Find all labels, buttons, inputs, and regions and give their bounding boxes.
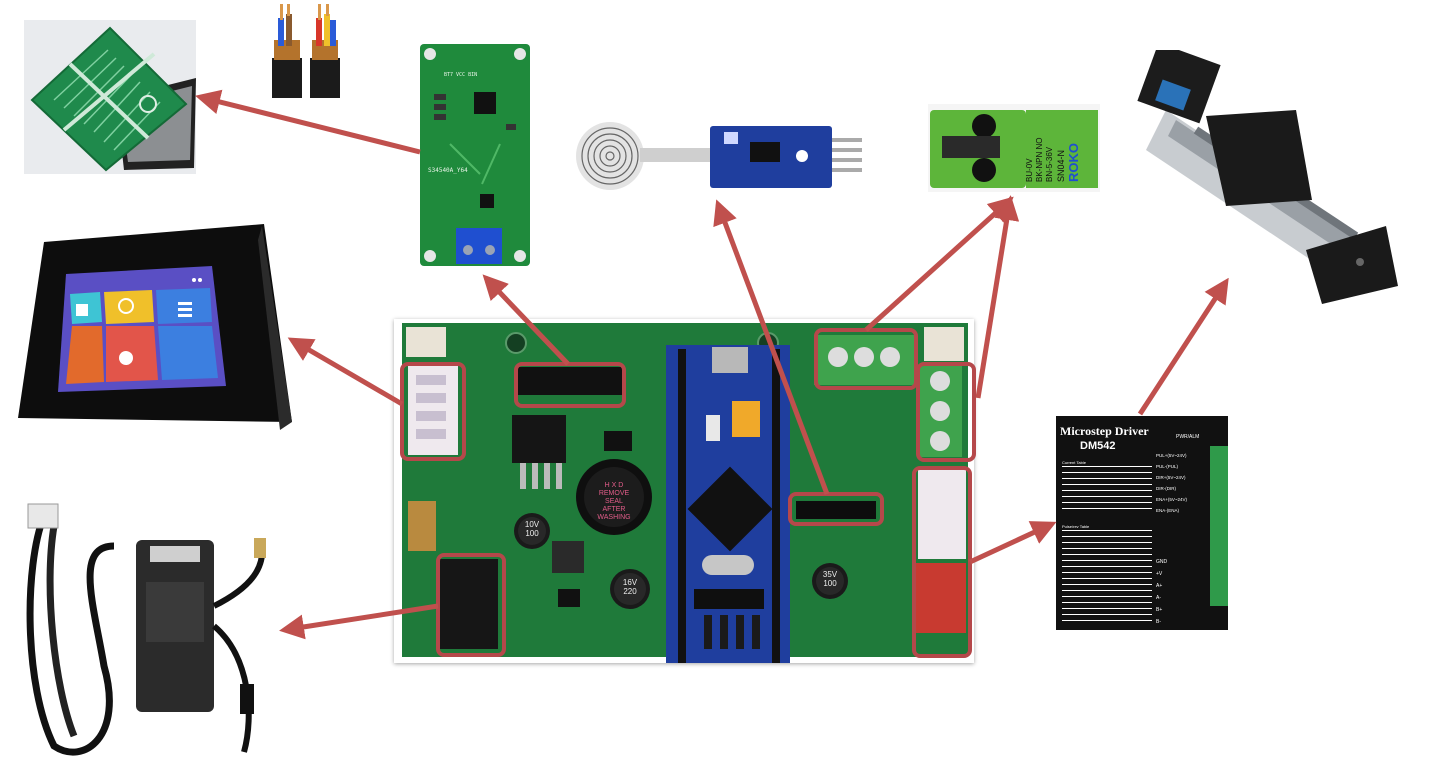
- cable-photo: [270, 4, 348, 98]
- proximity-switch-icon: ROKO SN04-N BN-5-36V BK-NPN NO BU-0V: [928, 104, 1100, 192]
- proximity-line2: BK-NPN NO: [1035, 138, 1044, 182]
- linear-stage-photo: [1136, 50, 1402, 312]
- driver-pwr-label: PWR/ALM: [1176, 434, 1199, 440]
- proximity-model: SN04-N: [1056, 150, 1066, 182]
- driver-vplus: +V: [1156, 568, 1167, 580]
- proximity-line3: BU-0V: [1025, 158, 1034, 182]
- capacitive-pad-icon: [24, 20, 196, 174]
- driver-terminal-strip: [1210, 446, 1228, 606]
- force-sensor-icon: [574, 122, 864, 190]
- shielded-cable-icon: [270, 4, 348, 98]
- arrow-to-proximity-1: [866, 200, 1010, 330]
- driver-signal: PUL-(PUL): [1156, 461, 1187, 472]
- touch-display-photo: [14, 222, 294, 454]
- driver-signal: PUL+(5V~24V): [1156, 450, 1187, 461]
- touch-display-icon: [14, 222, 294, 454]
- driver-current-table: [1062, 466, 1152, 512]
- arrow-to-pad-sensor: [200, 97, 420, 152]
- driver-phase: A+: [1156, 580, 1167, 592]
- proximity-brand: ROKO: [1066, 143, 1081, 182]
- driver-pulse-table: [1062, 530, 1152, 622]
- driver-gnd: GND: [1156, 556, 1167, 568]
- adc-board-photo: BT7 VCC BIN S34540A_Y64: [420, 44, 530, 266]
- linear-actuator-icon: [1136, 50, 1402, 312]
- driver-model: DM542: [1080, 440, 1115, 452]
- driver-signal: DIR+(5V~24V): [1156, 472, 1187, 483]
- driver-pulse-table-label: Pulse/rev Table: [1062, 524, 1089, 529]
- driver-title: Microstep Driver: [1060, 424, 1149, 439]
- arrow-to-touch-display: [292, 340, 402, 404]
- driver-signal: ENA-(ENA): [1156, 505, 1187, 516]
- driver-phase: B+: [1156, 604, 1167, 616]
- proximity-line1: BN-5-36V: [1045, 146, 1054, 182]
- stepper-driver-photo: Microstep Driver DM542 PWR/ALM Current T…: [1056, 416, 1228, 630]
- adc-code-label: S34540A_Y64: [428, 167, 468, 174]
- arrow-to-stepper-driver: [970, 524, 1052, 562]
- driver-phase: A-: [1156, 592, 1167, 604]
- arrow-to-proximity-2: [978, 200, 1010, 398]
- power-adapter-icon: [14, 486, 276, 762]
- driver-signal: DIR-(DIR): [1156, 483, 1187, 494]
- driver-current-table-label: Current Table: [1062, 460, 1086, 465]
- proximity-sensor-photo: ROKO SN04-N BN-5-36V BK-NPN NO BU-0V: [928, 104, 1100, 192]
- capacitive-pad-photo: [24, 20, 196, 174]
- power-adapter-photo: [14, 486, 276, 762]
- force-sensor-photo: [574, 122, 864, 190]
- driver-phase: B-: [1156, 616, 1167, 628]
- driver-signal-list: PUL+(5V~24V) PUL-(PUL) DIR+(5V~24V) DIR-…: [1156, 450, 1187, 516]
- adc-silk-label: BT7 VCC BIN: [444, 72, 477, 78]
- adc-module-icon: BT7 VCC BIN S34540A_Y64: [420, 44, 530, 266]
- driver-signal: ENA+(5V~24V): [1156, 494, 1187, 505]
- driver-power-list: GND +V A+ A- B+ B-: [1156, 556, 1167, 628]
